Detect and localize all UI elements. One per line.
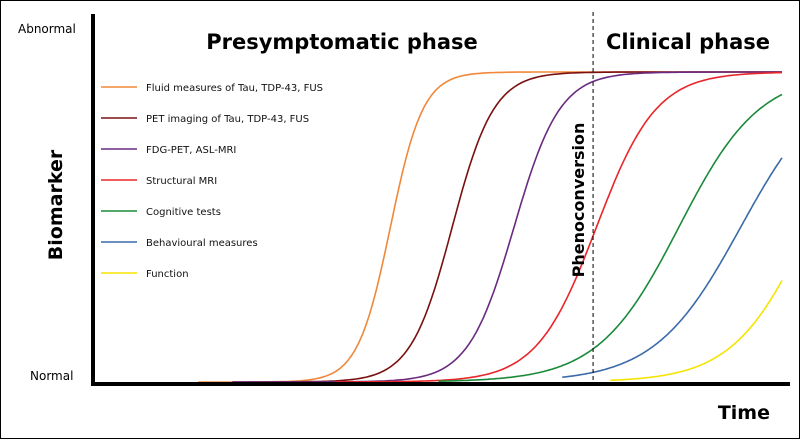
phenoconversion-label: Phenoconversion	[569, 123, 588, 278]
y-top-label: Abnormal	[18, 22, 76, 36]
legend-label-4: Structural MRI	[146, 176, 217, 187]
series-line-5	[438, 93, 783, 382]
y-bottom-label: Normal	[30, 369, 73, 383]
legend-label-5: Cognitive tests	[146, 207, 221, 218]
legend-label-1: Fluid measures of Tau, TDP-43, FUS	[146, 83, 323, 94]
legend-label-3: FDG-PET, ASL-MRI	[146, 145, 236, 156]
series-line-4	[335, 71, 783, 383]
legend: Fluid measures of Tau, TDP-43, FUS PET im…	[101, 83, 323, 280]
series-line-3	[232, 71, 782, 383]
legend-label-6: Behavioural measures	[146, 238, 258, 249]
series-line-6	[562, 157, 783, 378]
curves-layer	[198, 71, 783, 383]
phase-title-clinical: Clinical phase	[606, 30, 770, 54]
legend-label-7: Function	[146, 269, 189, 280]
x-axis-label: Time	[718, 402, 770, 424]
legend-label-2: PET imaging of Tau, TDP-43, FUS	[146, 114, 309, 125]
y-axis-label: Biomarker	[45, 149, 67, 260]
phase-title-presymptomatic: Presymptomatic phase	[206, 30, 478, 54]
series-line-7	[610, 280, 783, 382]
